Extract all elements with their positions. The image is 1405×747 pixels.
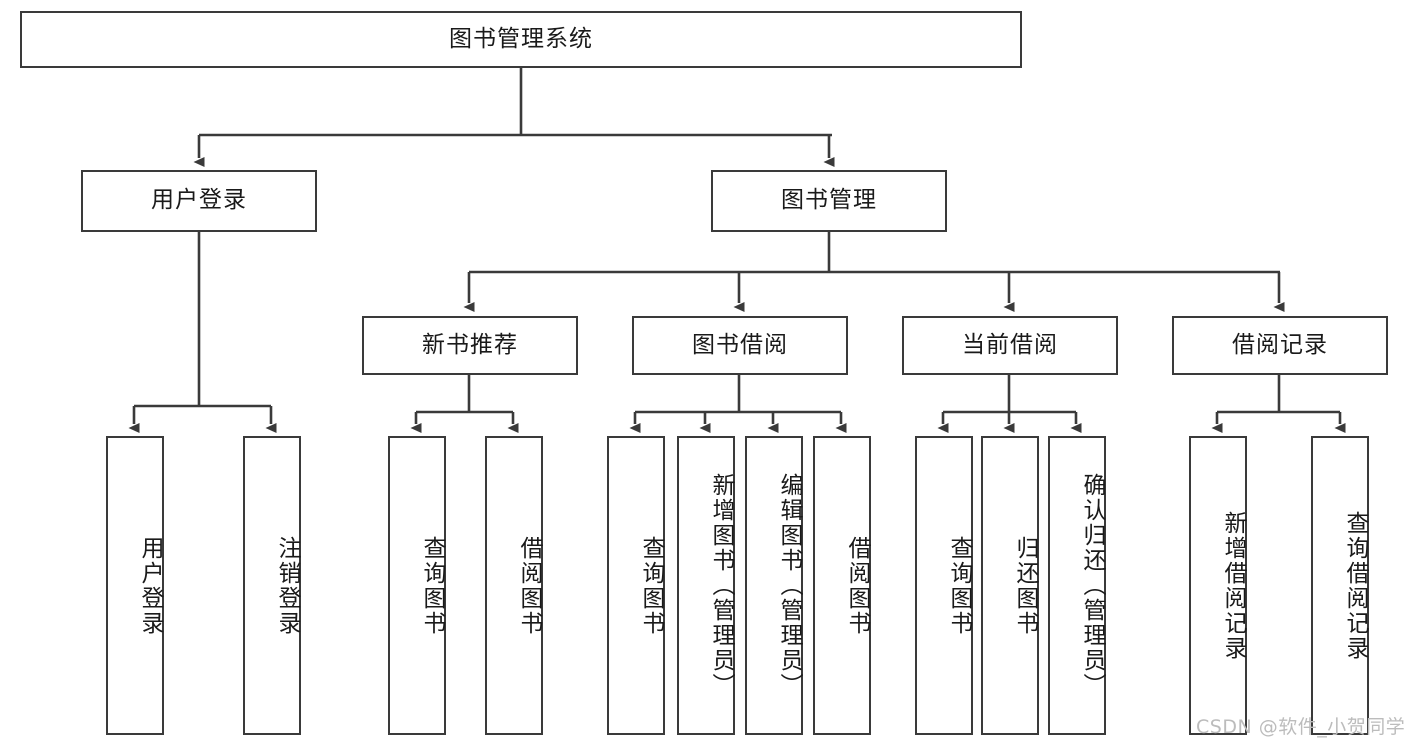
node-label: 新书推荐 xyxy=(422,331,518,358)
node-label: 借阅图书 xyxy=(516,535,542,636)
node-label: 确认归还（管理员） xyxy=(1079,473,1105,698)
node-book-borrowing[interactable]: 图书借阅 xyxy=(632,316,848,375)
leaf-query-book-current[interactable]: 查询图书 xyxy=(915,436,973,735)
leaf-borrow-book-newbook[interactable]: 借阅图书 xyxy=(485,436,543,735)
leaf-logout[interactable]: 注销登录 xyxy=(243,436,301,735)
node-new-book-recommendation[interactable]: 新书推荐 xyxy=(362,316,578,375)
node-label: 查询图书 xyxy=(946,535,972,636)
node-label: 注销登录 xyxy=(274,535,300,636)
node-current-borrowing[interactable]: 当前借阅 xyxy=(902,316,1118,375)
leaf-confirm-return-admin[interactable]: 确认归还（管理员） xyxy=(1048,436,1106,735)
node-book-management[interactable]: 图书管理 xyxy=(711,170,947,232)
leaf-borrow-book[interactable]: 借阅图书 xyxy=(813,436,871,735)
node-label: 归还图书 xyxy=(1012,535,1038,636)
leaf-query-borrow-record[interactable]: 查询借阅记录 xyxy=(1311,436,1369,735)
node-label: 查询图书 xyxy=(419,535,445,636)
leaf-edit-book-admin[interactable]: 编辑图书（管理员） xyxy=(745,436,803,735)
leaf-query-book-borrowing[interactable]: 查询图书 xyxy=(607,436,665,735)
node-label: 图书借阅 xyxy=(692,331,788,358)
node-label: 图书管理系统 xyxy=(449,25,593,52)
leaf-query-book-newbook[interactable]: 查询图书 xyxy=(388,436,446,735)
csdn-watermark: CSDN @软件_小贺同学 xyxy=(1196,716,1405,738)
node-label: 查询图书 xyxy=(638,535,664,636)
leaf-return-book[interactable]: 归还图书 xyxy=(981,436,1039,735)
node-label: 借阅图书 xyxy=(844,535,870,636)
node-borrow-records[interactable]: 借阅记录 xyxy=(1172,316,1388,375)
node-label: 图书管理 xyxy=(781,187,877,214)
node-label: 编辑图书（管理员） xyxy=(776,473,802,698)
node-user-login[interactable]: 用户登录 xyxy=(81,170,317,232)
leaf-user-login[interactable]: 用户登录 xyxy=(106,436,164,735)
leaf-add-book-admin[interactable]: 新增图书（管理员） xyxy=(677,436,735,735)
node-label: 用户登录 xyxy=(151,187,247,214)
leaf-add-borrow-record[interactable]: 新增借阅记录 xyxy=(1189,436,1247,735)
node-label: 查询借阅记录 xyxy=(1342,510,1368,661)
node-label: 新增图书（管理员） xyxy=(708,473,734,698)
node-label: 用户登录 xyxy=(137,535,163,636)
node-label: 借阅记录 xyxy=(1232,331,1328,358)
node-label: 新增借阅记录 xyxy=(1220,510,1246,661)
node-root-system[interactable]: 图书管理系统 xyxy=(20,11,1022,68)
node-label: 当前借阅 xyxy=(962,331,1058,358)
